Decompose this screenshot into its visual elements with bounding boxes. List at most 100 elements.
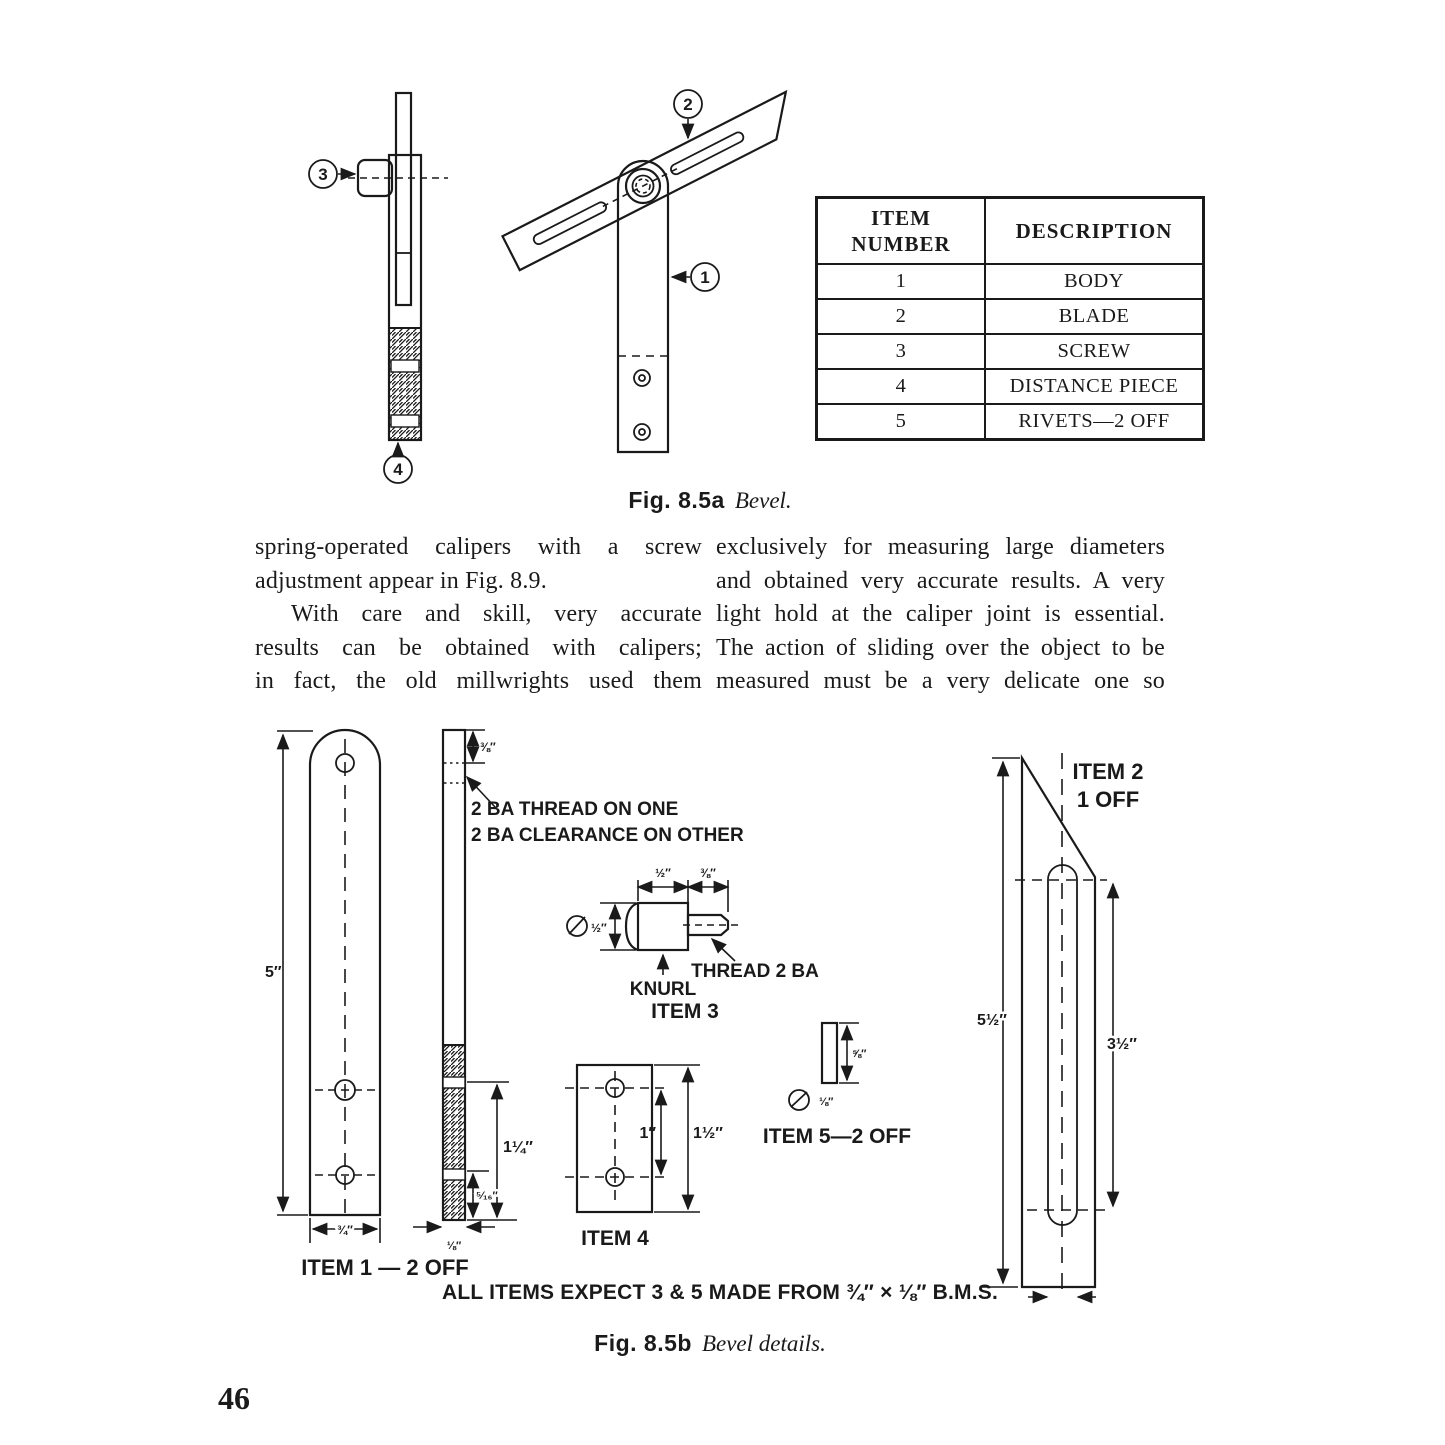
thread-note-line1: 2 BA THREAD ON ONE — [471, 799, 678, 820]
diameter-symbol — [566, 915, 588, 937]
pivot-screw — [631, 174, 655, 198]
screw-head-knurled — [356, 158, 394, 198]
item1-hole-offset-dim-label: ⁵⁄₁₆″ — [476, 1190, 499, 1202]
item4-drawing: 1″ 1½″ ITEM 4 — [565, 1063, 726, 1250]
item1-label: ITEM 1 — 2 OFF — [301, 1255, 468, 1280]
item1-outline — [308, 728, 382, 1217]
table-row: 2 BLADE — [815, 298, 1205, 335]
item1-front-view: 5″ ¾″ ITEM 1 — 2 OFF — [265, 728, 469, 1280]
diameter-symbol — [788, 1089, 810, 1111]
item2-label-line1: ITEM 2 — [1073, 759, 1144, 784]
fig-a-caption-title: Bevel. — [734, 488, 792, 513]
body — [616, 159, 670, 454]
item-number-cell: 4 — [815, 368, 986, 405]
bevel-side-view: 3 4 — [308, 91, 448, 484]
callout-3-number: 3 — [318, 165, 327, 184]
bevel-front-view: 2 1 — [501, 89, 788, 454]
text-line: spring-operated calipers with a screw — [255, 534, 702, 560]
item5-outline — [820, 1021, 839, 1085]
item1-end-dim-label: ⅜″ — [480, 740, 496, 754]
text-column-right: exclusively for measuring large diameter… — [716, 531, 1165, 699]
thread-length-dim-label: ⅜″ — [700, 866, 716, 880]
item5-length-dim-label: ⅝″ — [852, 1048, 867, 1060]
item4-hole-span-dim-label: 1″ — [639, 1125, 656, 1142]
table-row: 1 BODY — [815, 263, 1205, 300]
item1-width-dim-label: ¾″ — [337, 1223, 353, 1237]
item1-length-dim-label: 5″ — [265, 964, 282, 981]
item4-outline — [575, 1063, 654, 1214]
item1-hole-span-dim-label: 1¼″ — [503, 1139, 533, 1156]
item4-length-dim-label: 1½″ — [693, 1125, 723, 1142]
item1-pivot-hole — [335, 753, 355, 773]
parts-table: ITEM NUMBER DESCRIPTION 1 BODY 2 BLADE 3… — [815, 196, 1205, 441]
item4-label: ITEM 4 — [581, 1227, 649, 1250]
text-line: The action of sliding over the object to… — [716, 634, 1165, 661]
rivet-notch-2 — [442, 1168, 466, 1181]
item2-length-dim-label: 5½″ — [977, 1012, 1007, 1029]
screw-head-cap — [624, 901, 639, 952]
distance-piece-gap — [390, 414, 420, 428]
fig-a-drawing: 3 4 — [308, 89, 788, 484]
text-line: exclusively for measuring large diameter… — [716, 534, 1165, 560]
item5-label: ITEM 5—2 OFF — [763, 1125, 911, 1148]
rivet-1 — [633, 369, 651, 387]
text-line: measured must be a very delicate one so — [716, 668, 1165, 694]
thread-label: THREAD 2 BA — [691, 961, 819, 982]
text-line: With care and skill, very accurate — [291, 601, 702, 627]
item2-outline — [1020, 754, 1097, 1289]
screw-dia-dim-label: ½″ — [591, 921, 607, 935]
page-number: 46 — [218, 1380, 250, 1416]
callout-3: 3 — [308, 159, 357, 189]
callout-4-number: 4 — [393, 460, 403, 479]
item1-side-hatch — [442, 1044, 466, 1221]
knurl-length-dim-label: ½″ — [655, 866, 671, 880]
text-line: adjustment appear in Fig. 8.9. — [255, 567, 547, 594]
table-row: 3 SCREW — [815, 333, 1205, 370]
header-item-line2: NUMBER — [851, 232, 951, 256]
blade-slot-left — [532, 201, 608, 246]
blade-slot-right — [670, 131, 745, 176]
fig-b-drawing: 5″ ¾″ ITEM 1 — 2 OFF ⅜″ 2 BA THREAD ON O… — [265, 728, 1144, 1304]
callout-4: 4 — [383, 441, 413, 484]
item1-thickness-dim-label: ⅛″ — [447, 1240, 462, 1252]
rivet-notch-1 — [442, 1076, 466, 1089]
item-number-cell: 1 — [815, 263, 986, 300]
item3-label: ITEM 3 — [651, 1000, 719, 1023]
item-number-cell: 3 — [815, 333, 986, 370]
item2-drawing: 5½″ 3½″ ITEM 2 1 OFF — [975, 753, 1144, 1304]
item4-hole-1 — [605, 1078, 625, 1098]
text-column-left: spring-operated calipers with a screw ad… — [255, 531, 702, 699]
item4-hole-2 — [605, 1167, 625, 1187]
description-cell: RIVETS—2 OFF — [984, 403, 1205, 441]
item-number-cell: 5 — [815, 403, 986, 441]
thread-arrow — [710, 937, 736, 962]
table-row: 4 DISTANCE PIECE — [815, 368, 1205, 405]
rivet-2 — [633, 423, 651, 441]
col-header-description: DESCRIPTION — [984, 196, 1205, 265]
table-row: 5 RIVETS—2 OFF — [815, 403, 1205, 441]
col-header-item-number: ITEM NUMBER — [815, 196, 986, 265]
thread-note-arrow — [465, 775, 496, 808]
description-cell: DISTANCE PIECE — [984, 368, 1205, 405]
item5-dia-dim-label: ⅛″ — [819, 1096, 834, 1108]
knurl-label: KNURL — [630, 979, 697, 1000]
item3-drawing: ½″ ⅜″ ½″ KNURL THREAD 2 BA ITEM 3 — [566, 866, 819, 1023]
screw-knurl — [636, 901, 690, 952]
item1-side-view: ⅜″ 2 BA THREAD ON ONE 2 BA CLEARANCE ON … — [413, 728, 744, 1252]
item2-slot-dim-label: 3½″ — [1107, 1036, 1137, 1053]
text-line: in fact, the old millwrights used them — [255, 668, 702, 694]
text-line: results can be obtained with calipers; — [255, 634, 702, 661]
distance-piece-gap — [390, 359, 420, 373]
fig-b-caption-label: Fig. 8.5b — [594, 1330, 692, 1356]
pivot-boss — [624, 167, 662, 205]
materials-note: ALL ITEMS EXPECT 3 & 5 MADE FROM ¾″ × ⅛″… — [442, 1281, 998, 1304]
item2-label-line2: 1 OFF — [1077, 787, 1139, 812]
blade-edge-view — [394, 91, 413, 307]
text-line: light hold at the caliper joint is essen… — [716, 601, 1165, 627]
header-item-line1: ITEM — [870, 206, 931, 230]
callout-2: 2 — [673, 89, 703, 140]
screw-thread-shank — [686, 913, 730, 937]
thread-note-line2: 2 BA CLEARANCE ON OTHER — [471, 825, 744, 846]
